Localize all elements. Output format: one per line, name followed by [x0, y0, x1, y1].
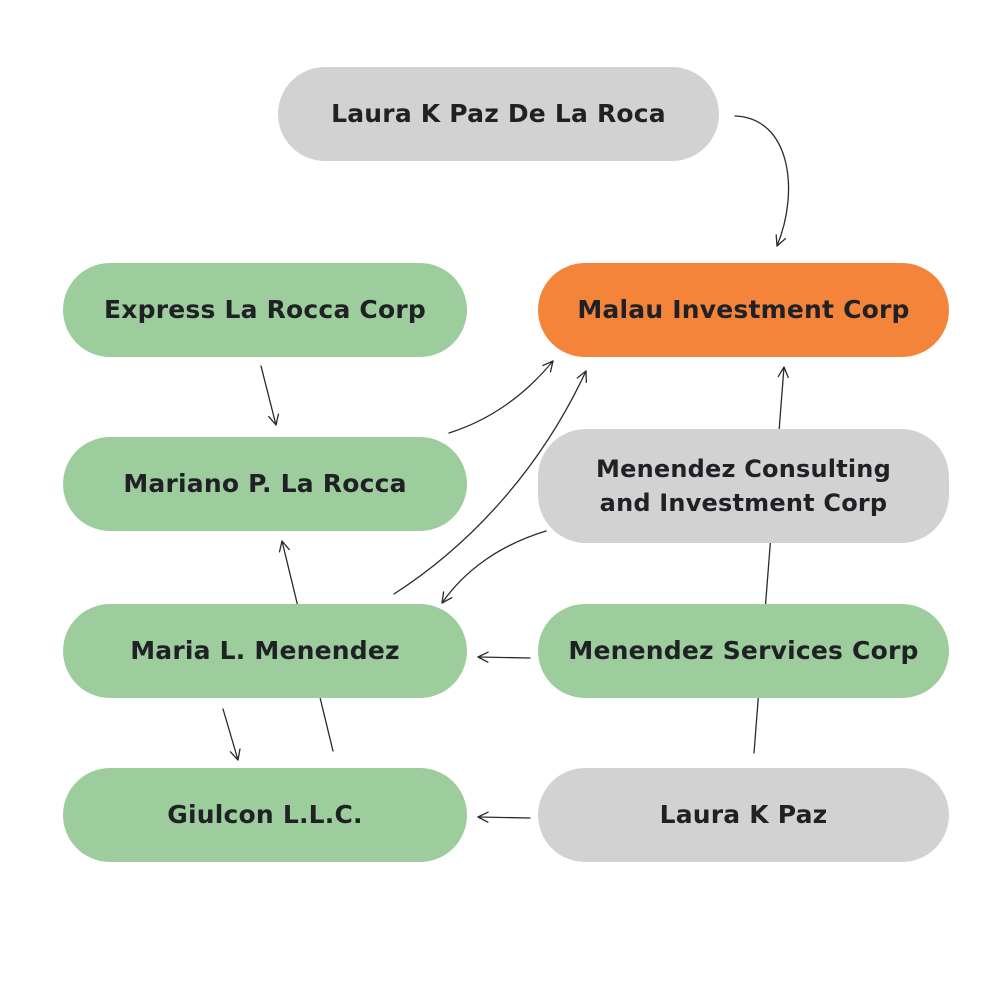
node-laura-k-paz: Laura K Paz [538, 768, 949, 862]
node-mariano-p-la-rocca: Mariano P. La Rocca [63, 437, 467, 531]
edge-express-to-mariano [260, 365, 280, 426]
edge-mariano-to-malau [448, 360, 554, 434]
edge-maria-to-malau [393, 370, 587, 595]
node-label-line-1: Menendez Consulting [596, 455, 891, 483]
node-label-line-2: and Investment Corp [599, 489, 888, 517]
node-label: Mariano P. La Rocca [123, 469, 407, 498]
node-label: Giulcon L.L.C. [167, 800, 363, 829]
node-label: Malau Investment Corp [577, 295, 910, 324]
edge-laura-paz-to-giulcon [477, 811, 531, 823]
node-label: Express La Rocca Corp [104, 295, 426, 324]
edge-maria-to-giulcon [222, 708, 241, 761]
edge-services-to-maria [477, 651, 531, 663]
node-menendez-services-corp: Menendez Services Corp [538, 604, 949, 698]
node-label: Maria L. Menendez [130, 636, 400, 665]
node-label: Menendez Services Corp [568, 636, 919, 665]
node-express-la-rocca-corp: Express La Rocca Corp [63, 263, 467, 357]
node-label-group: Menendez Consulting and Investment Corp [596, 452, 891, 520]
node-laura-k-paz-de-la-roca: Laura K Paz De La Roca [278, 67, 719, 161]
edge-laura-roca-to-malau [734, 115, 790, 247]
node-menendez-consulting-and-investment-corp: Menendez Consulting and Investment Corp [538, 429, 949, 543]
edge-consulting-to-maria [441, 530, 547, 604]
node-giulcon-llc: Giulcon L.L.C. [63, 768, 467, 862]
node-malau-investment-corp: Malau Investment Corp [538, 263, 949, 357]
node-label: Laura K Paz De La Roca [331, 99, 666, 128]
node-label: Laura K Paz [659, 800, 828, 829]
node-maria-l-menendez: Maria L. Menendez [63, 604, 467, 698]
